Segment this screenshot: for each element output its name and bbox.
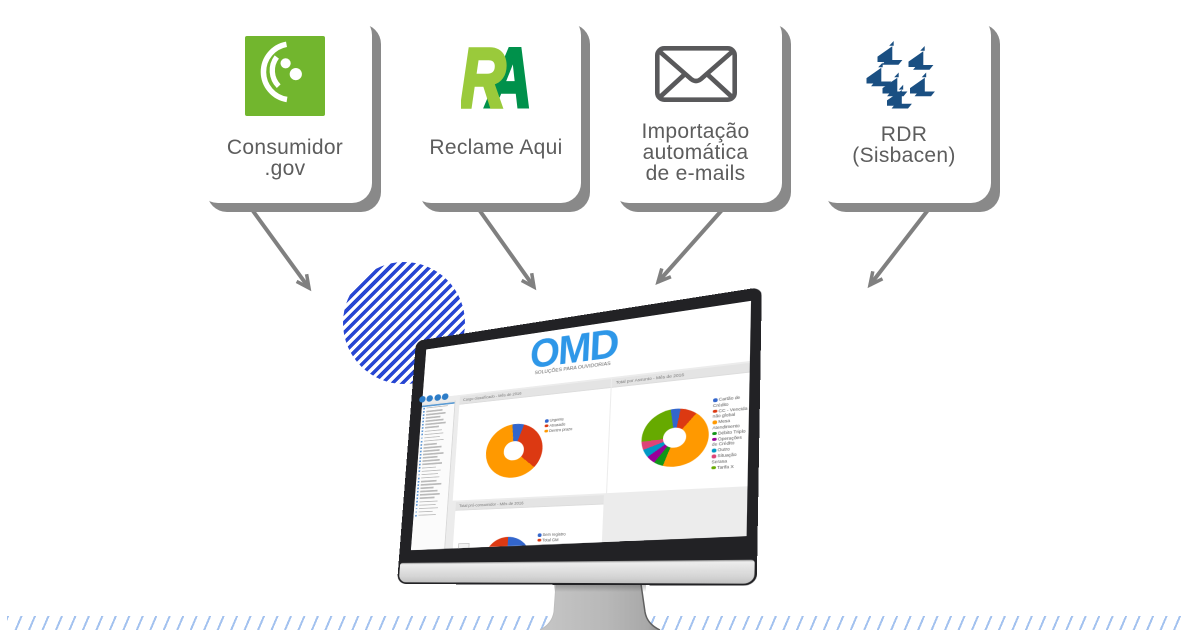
svg-text:A: A (485, 43, 531, 111)
svg-text:R: R (461, 43, 506, 111)
